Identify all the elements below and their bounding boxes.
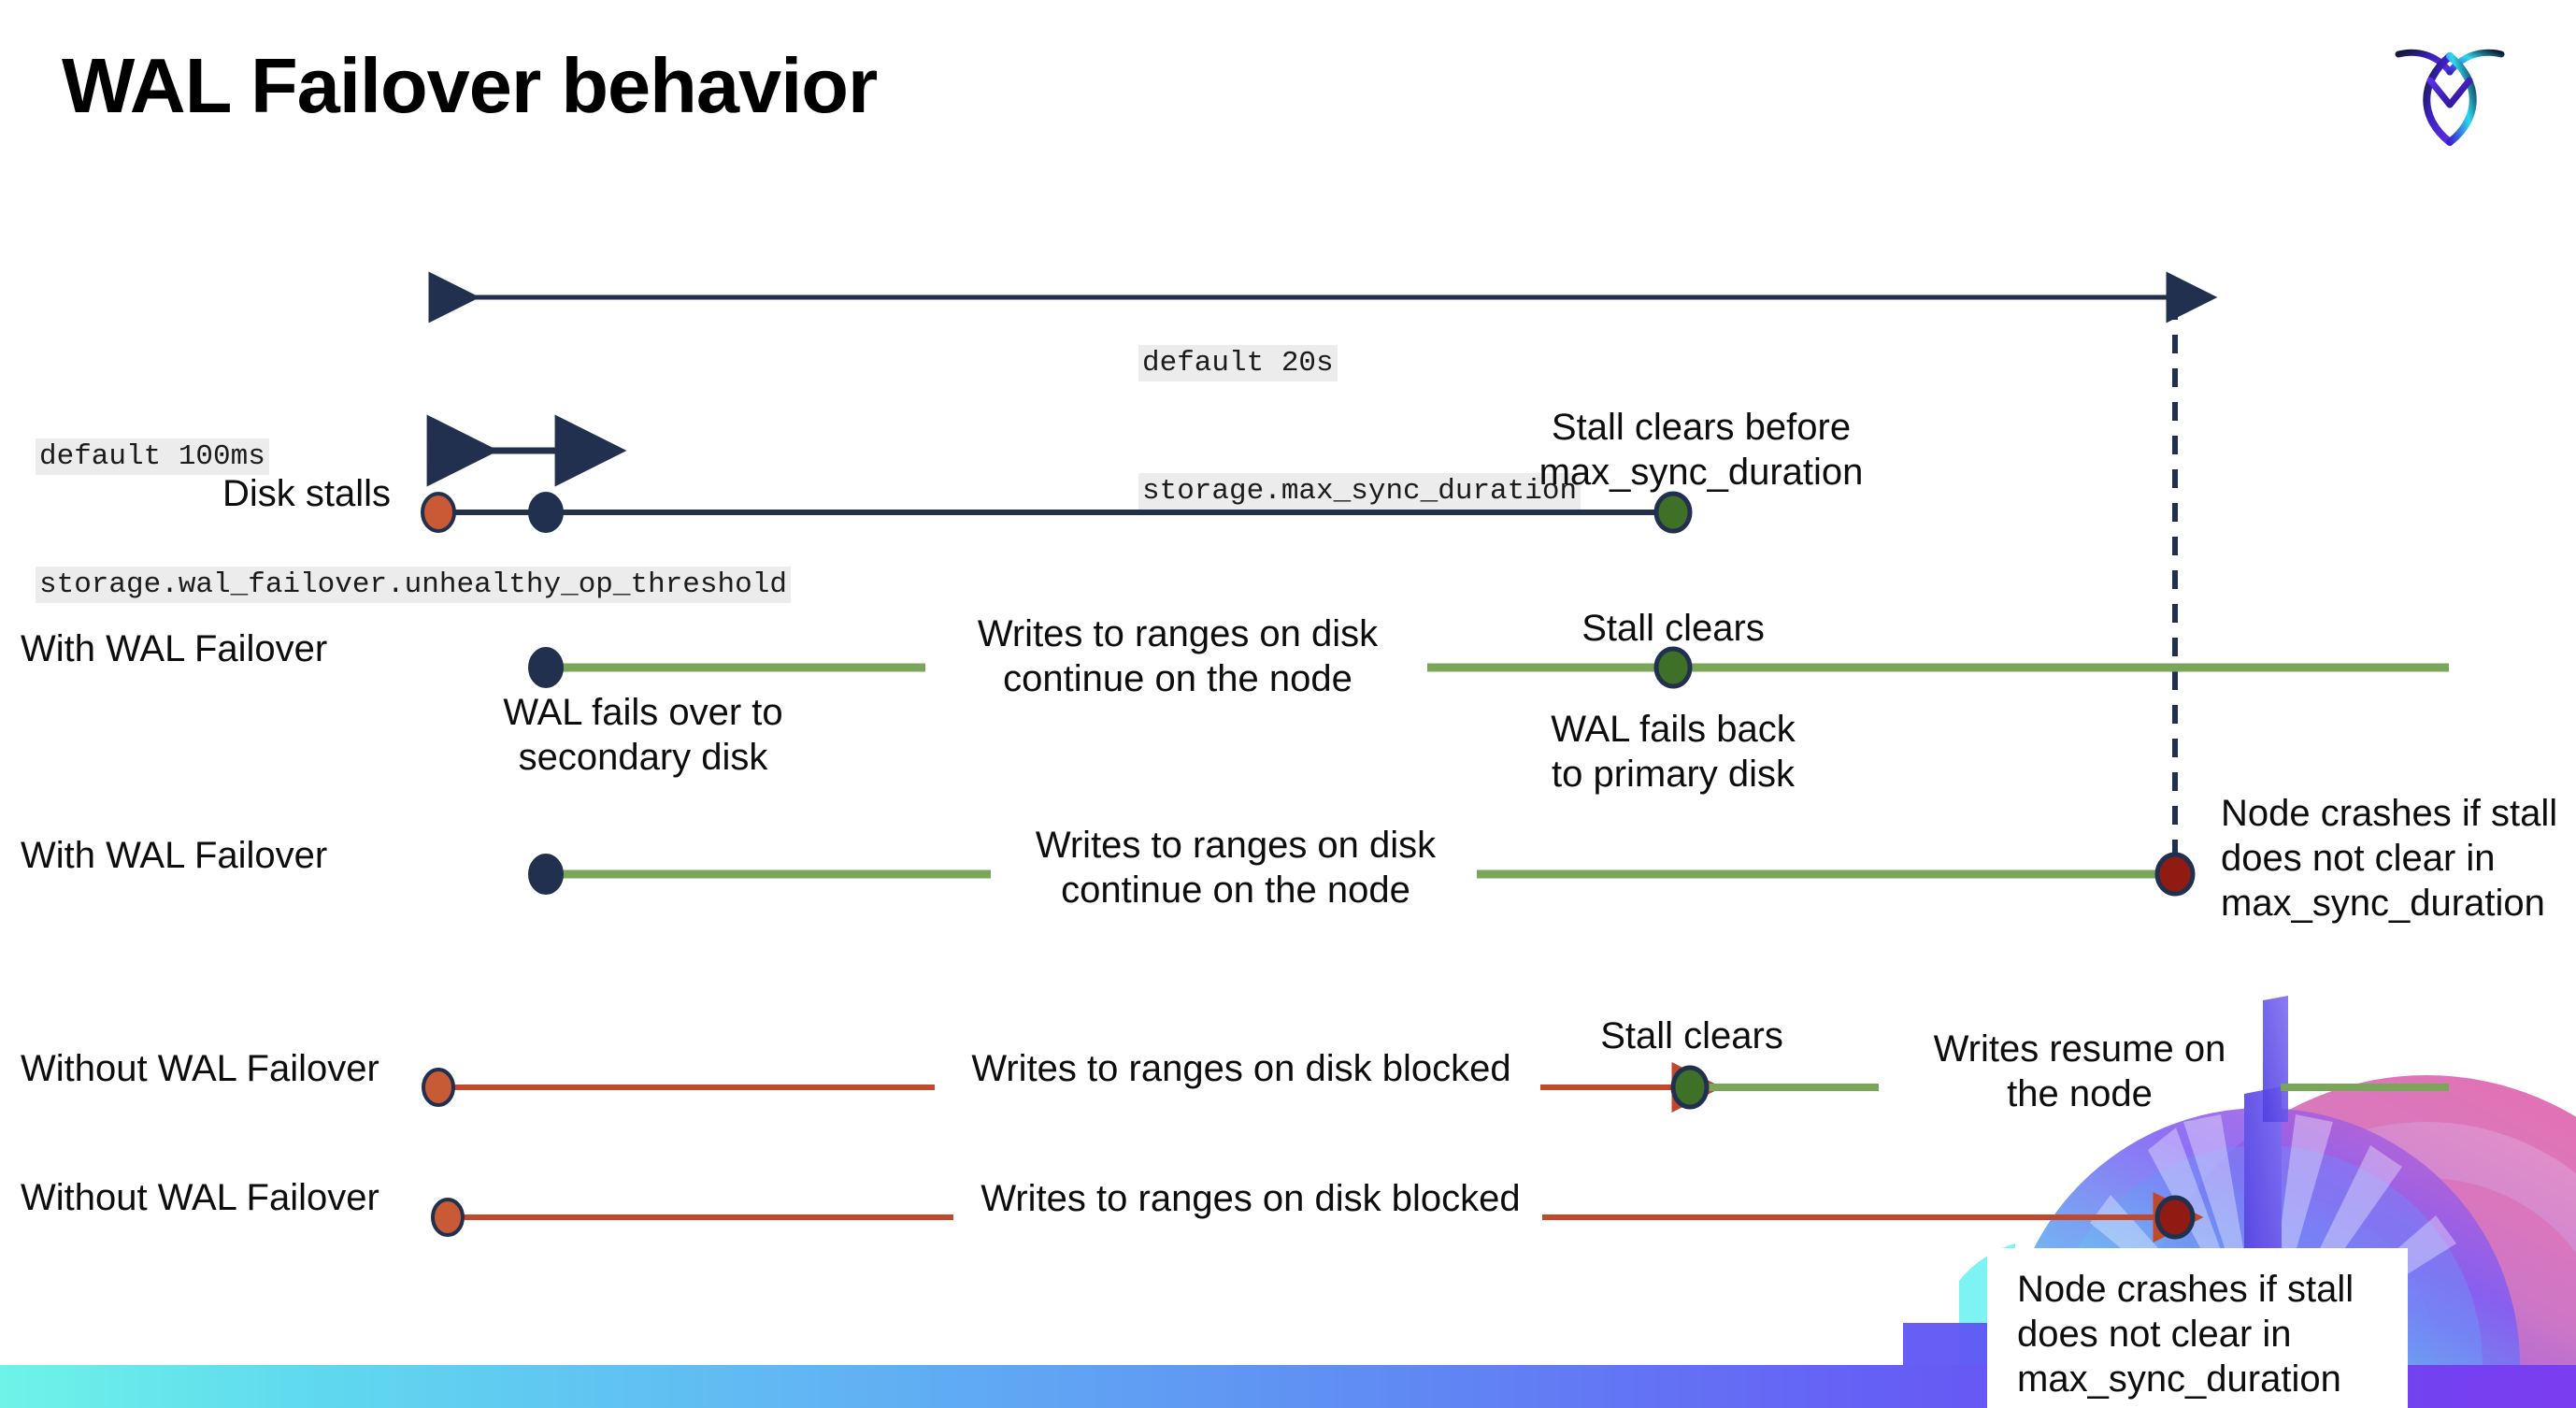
note-writes-blocked-2: Writes to ranges on disk blocked bbox=[980, 1178, 1521, 1219]
marker-failover-threshold bbox=[528, 492, 564, 533]
marker-stall-clears bbox=[1653, 491, 1693, 534]
note-stall-clears-2: Stall clears bbox=[1600, 1015, 1783, 1056]
marker-stall-clears bbox=[1653, 646, 1693, 689]
marker-stall-start bbox=[421, 492, 456, 533]
timeline-without-wal-failover-2 bbox=[431, 1192, 2204, 1243]
timeline-with-wal-failover-1 bbox=[528, 646, 2449, 689]
note-node-crashes-2: Node crashes if stall does not clear in … bbox=[2017, 1269, 2354, 1400]
crash-note-backing-plate bbox=[1987, 1248, 2408, 1408]
note-stall-clears-1: Stall clears bbox=[1581, 608, 1765, 649]
marker-stall-start bbox=[431, 1198, 465, 1237]
timeline-without-wal-failover-1 bbox=[422, 1062, 2449, 1113]
row-label-without-wal-failover-2: Without WAL Failover bbox=[21, 1177, 379, 1218]
timeline-disk-stalls bbox=[421, 491, 1693, 534]
marker-node-crash bbox=[2154, 1195, 2196, 1240]
page-title: WAL Failover behavior bbox=[62, 42, 878, 129]
note-wal-fails-over-secondary: WAL fails over to secondary disk bbox=[503, 692, 783, 778]
note-wal-fails-back-primary: WAL fails back to primary disk bbox=[1551, 709, 1796, 795]
row-label-with-wal-failover-1: With WAL Failover bbox=[21, 628, 328, 669]
cockroachdb-logo-icon bbox=[2395, 49, 2505, 146]
marker-wal-failover-start bbox=[528, 854, 564, 895]
row-label-disk-stalls: Disk stalls bbox=[222, 473, 392, 514]
row-label-without-wal-failover-1: Without WAL Failover bbox=[21, 1048, 379, 1089]
note-writes-blocked-1: Writes to ranges on disk blocked bbox=[971, 1048, 1511, 1089]
note-writes-continue-2: Writes to ranges on disk continue on the… bbox=[1035, 825, 1437, 911]
row-label-with-wal-failover-2: With WAL Failover bbox=[21, 835, 328, 876]
annotation-max-sync-line1: default 20s bbox=[1138, 344, 1338, 381]
annotation-unhealthy-op-line1: default 100ms bbox=[36, 438, 269, 475]
marker-stall-start bbox=[422, 1068, 455, 1107]
annotation-unhealthy-op-line2: storage.wal_failover.unhealthy_op_thresh… bbox=[36, 567, 791, 604]
note-writes-continue-1: Writes to ranges on disk continue on the… bbox=[977, 613, 1379, 699]
note-stall-clears-before-max-sync: Stall clears before max_sync_duration bbox=[1538, 407, 1864, 493]
marker-node-crash bbox=[2154, 852, 2196, 897]
annotation-unhealthy-op-threshold: default 100ms storage.wal_failover.unhea… bbox=[36, 350, 791, 693]
marker-stall-clears bbox=[1670, 1065, 1710, 1110]
annotation-max-sync-duration: default 20s storage.max_sync_duration bbox=[1138, 256, 1581, 599]
annotation-max-sync-line2: storage.max_sync_duration bbox=[1138, 473, 1581, 510]
note-node-crashes-1: Node crashes if stall does not clear in … bbox=[2221, 793, 2558, 924]
marker-wal-failover-start bbox=[528, 647, 564, 688]
timeline-with-wal-failover-2 bbox=[528, 852, 2196, 897]
note-writes-resume: Writes resume on the node bbox=[1933, 1028, 2226, 1114]
